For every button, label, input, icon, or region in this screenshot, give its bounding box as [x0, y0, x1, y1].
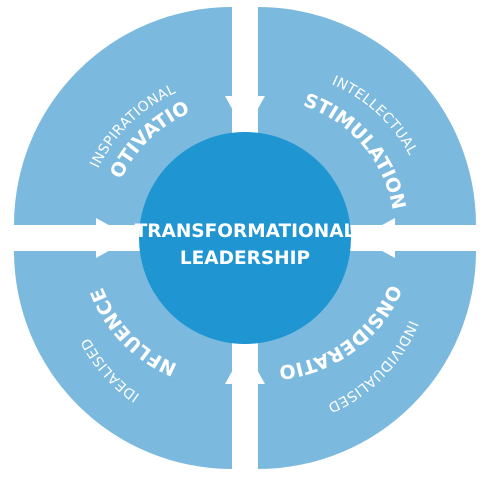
center-title-line1: TRANSFORMATIONAL	[135, 221, 356, 242]
center-circle	[139, 132, 351, 344]
center-title-line2: LEADERSHIP	[180, 248, 310, 269]
arrow-top	[225, 0, 265, 132]
arrow-left	[0, 218, 132, 258]
arrow-bottom	[225, 348, 265, 480]
arrow-right	[358, 218, 491, 258]
